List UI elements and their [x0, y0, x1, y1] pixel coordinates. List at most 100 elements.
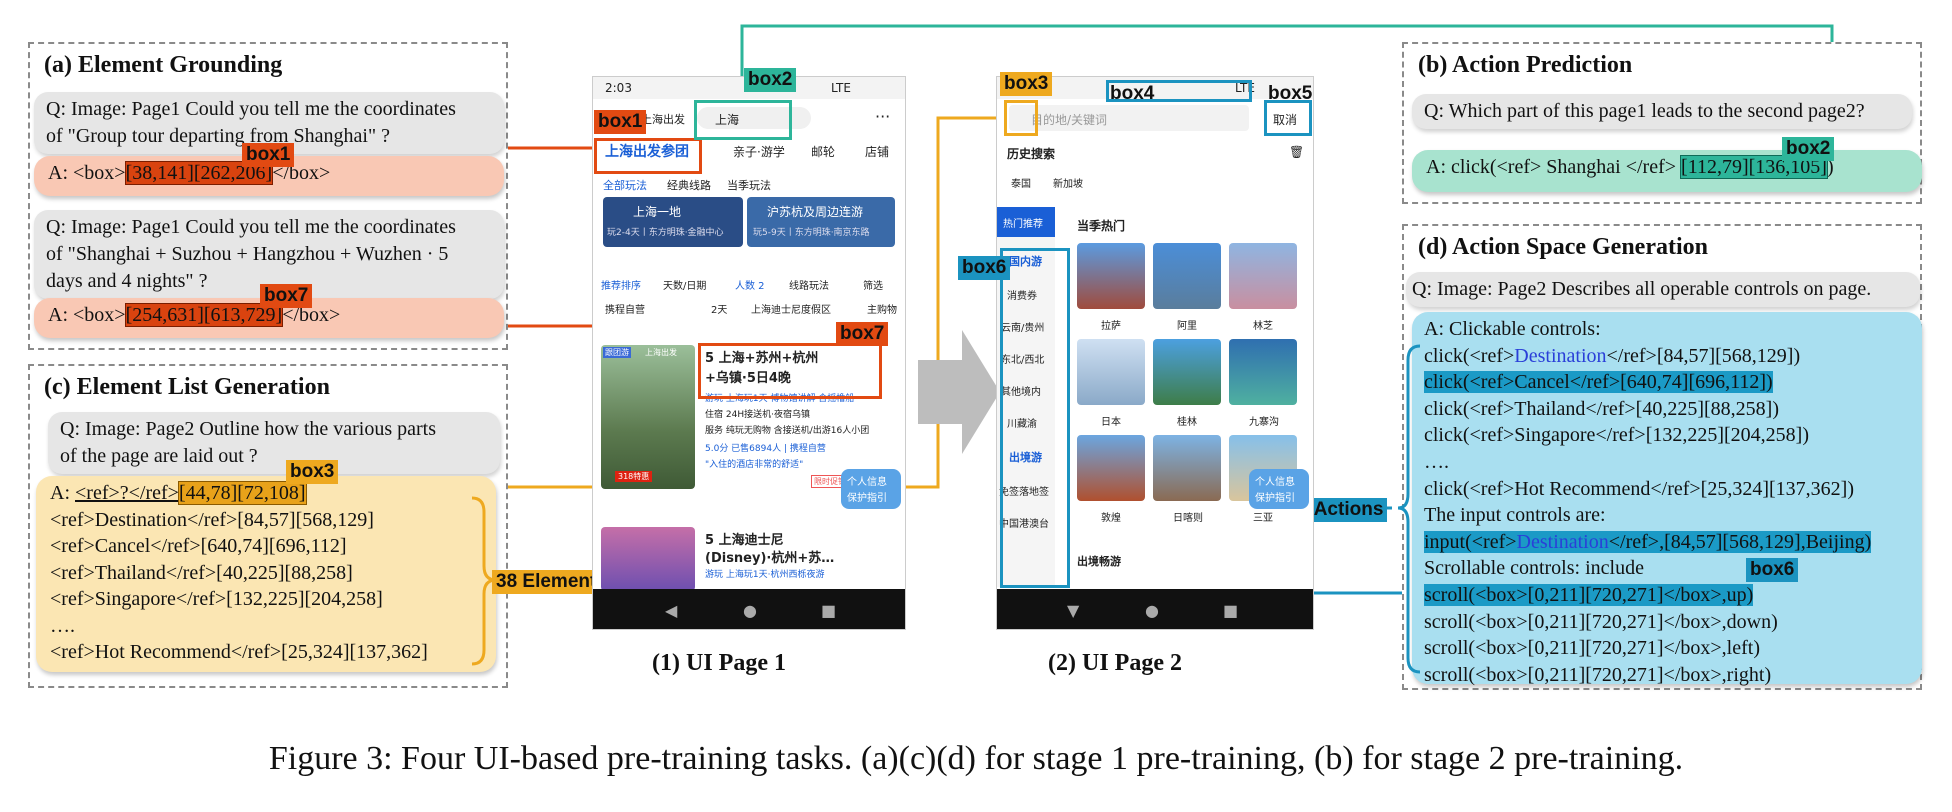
chip-self[interactable]: 携程自营	[605, 305, 645, 316]
sidebar-item[interactable]: 川藏渝	[1007, 419, 1037, 430]
tab-family[interactable]: 亲子·游学	[733, 145, 785, 159]
section-title-outbound: 出境畅游	[1077, 555, 1121, 568]
sidebar-item[interactable]: 消费券	[1007, 291, 1037, 302]
section-title-hot: 当季热门	[1077, 219, 1126, 233]
tour-thumbnail	[601, 527, 695, 591]
box1-outline	[594, 138, 702, 174]
subtab-season[interactable]: 当季玩法	[727, 179, 771, 192]
filter-more[interactable]: 筛选	[863, 281, 883, 292]
panel-element-list: (c) Element List Generation Q: Image: Pa…	[28, 364, 611, 688]
destination-tile[interactable]	[1153, 435, 1221, 501]
back-icon[interactable]: ▼	[1067, 601, 1080, 620]
chip-disney[interactable]: 上海迪士尼度假区	[751, 305, 831, 316]
box5-outline	[1264, 100, 1312, 136]
destination-tile[interactable]	[1229, 339, 1297, 405]
filter-days[interactable]: 天数/日期	[663, 281, 707, 292]
tag-box6: box6	[958, 256, 1011, 280]
box7-outline	[698, 343, 882, 399]
sidebar-item[interactable]: 其他境内	[1001, 387, 1041, 398]
home-icon[interactable]: ●	[743, 601, 757, 620]
tab-store[interactable]: 店铺	[865, 145, 890, 159]
cancel-button[interactable]: 取消	[1273, 113, 1298, 127]
destination-tile[interactable]	[1077, 339, 1145, 405]
box4-outline	[1106, 80, 1252, 102]
filter-people[interactable]: 人数 2	[735, 281, 765, 292]
answer-highlight: input(<ref>Destination</ref>,[84,57][568…	[1424, 530, 1872, 553]
tag-box7: box7	[260, 284, 313, 308]
history-chip-thailand[interactable]: 泰国	[1011, 179, 1031, 190]
tag-box3: box3	[1000, 72, 1053, 96]
panel-action-space: (d) Action Space Generation Q: Image: Pa…	[1397, 224, 1922, 690]
answer-highlight: [38,141][262,206]	[124, 161, 274, 185]
trash-icon[interactable]: 🗑	[1289, 145, 1305, 159]
answer-highlight: [44,78][72,108]	[177, 481, 307, 505]
tour-thumbnail	[601, 345, 695, 489]
answer-highlight: [112,79][136,105]	[1680, 155, 1828, 179]
page1-caption: (1) UI Page 1	[652, 650, 786, 676]
panel-title: (b) Action Prediction	[1418, 52, 1633, 78]
phone-page1: 2:03 LTE 上海出发 上海 ··· 上海出发参团 亲子·游学 邮轮 店铺 …	[592, 76, 906, 630]
subtab-classic[interactable]: 经典线路	[667, 179, 711, 192]
box3-outline	[1004, 100, 1038, 136]
element-count-badge: 38 Elements	[492, 570, 611, 594]
history-chip-singapore[interactable]: 新加坡	[1053, 179, 1083, 190]
recents-icon[interactable]: ■	[821, 601, 837, 620]
sidebar-item[interactable]: 云南/贵州	[1001, 323, 1045, 334]
sidebar-item-outbound[interactable]: 出境游	[1009, 451, 1042, 464]
tab-cruise[interactable]: 邮轮	[811, 145, 836, 159]
panel-action-prediction: (b) Action Prediction Q: Which part of t…	[1402, 42, 1922, 204]
box2-outline	[694, 100, 792, 140]
sidebar-item[interactable]: 免签落地签	[999, 487, 1049, 498]
sidebar-item[interactable]: 中国港澳台	[999, 519, 1049, 530]
tag-box1: box1	[594, 110, 647, 134]
destination-tile[interactable]	[1229, 243, 1297, 309]
destination-tile[interactable]	[1077, 435, 1145, 501]
more-icon[interactable]: ···	[875, 107, 891, 126]
panel-element-grounding: (a) Element Grounding Q: Image: Page1 Co…	[28, 42, 508, 350]
brace-icon	[1397, 344, 1421, 674]
card-jiangnan[interactable]: 沪苏杭及周边连游 玩5-9天丨东方明珠·南京东路	[747, 197, 895, 247]
privacy-float-button[interactable]: 个人信息 保护指引	[1249, 469, 1309, 509]
tag-box2: box2	[744, 68, 797, 92]
answer-highlight: scroll(<box>[0,211][720,271]</box>,up)	[1424, 583, 1754, 606]
answer-highlight: [254,631][613,729]	[124, 303, 284, 327]
tag-box2: box2	[1782, 137, 1835, 161]
tag-box7: box7	[836, 322, 889, 346]
panel-title: (a) Element Grounding	[44, 52, 283, 78]
back-icon[interactable]: ◀	[665, 601, 678, 620]
sidebar-item-domestic[interactable]: 国内游	[1009, 255, 1042, 268]
location-label[interactable]: 上海出发	[641, 113, 685, 126]
answer-bubble: A: <ref>?</ref>[44,78][72,108] <ref>Dest…	[36, 476, 496, 672]
recents-icon[interactable]: ■	[1223, 601, 1239, 620]
transition-arrow	[918, 330, 1000, 454]
card-shanghai[interactable]: 上海一地 玩2-4天丨东方明珠·金融中心	[603, 197, 743, 247]
question-bubble: Q: Image: Page1 Could you tell me the co…	[34, 92, 504, 154]
question-bubble: Q: Which part of this page1 leads to the…	[1412, 94, 1912, 129]
tag-box5: box5	[1268, 83, 1313, 104]
android-nav-bar: ▼ ● ■	[997, 589, 1313, 629]
tour-item[interactable]: 跟团游 上海出发 318特惠 5 上海+苏州+杭州 +乌镇·5日4晚 游玩 上海…	[593, 341, 905, 491]
answer-bubble: A: Clickable controls: click(<ref>Destin…	[1412, 312, 1922, 686]
destination-tile[interactable]	[1153, 339, 1221, 405]
destination-input[interactable]: 目的地/关键词	[1009, 105, 1249, 131]
sidebar-item-hot[interactable]: 热门推荐	[997, 207, 1055, 237]
tour-item[interactable]: 5 上海迪士尼 (Disney)·杭州+苏… 游玩 上海玩1天·杭州西栎夜游	[593, 523, 905, 593]
chip-2days[interactable]: 2天	[711, 305, 728, 316]
tab-group-tour[interactable]: 上海出发参团	[605, 144, 689, 160]
page2-caption: (2) UI Page 2	[1048, 650, 1182, 676]
chip-shopping[interactable]: 主购物	[867, 305, 897, 316]
tag-box1: box1	[242, 143, 295, 167]
home-icon[interactable]: ●	[1145, 601, 1159, 620]
search-input[interactable]: 上海	[697, 107, 811, 129]
filter-route[interactable]: 线路玩法	[789, 281, 829, 292]
answer-highlight: click(<ref>Cancel</ref>[640,74][696,112]…	[1424, 371, 1773, 394]
question-bubble: Q: Image: Page1 Could you tell me the co…	[34, 210, 504, 299]
privacy-float-button[interactable]: 个人信息 保护指引	[841, 469, 901, 509]
destination-tile[interactable]	[1153, 243, 1221, 309]
subtab-all[interactable]: 全部玩法	[603, 179, 647, 192]
answer-bubble: A: <box>[38,141][262,206]</box>	[34, 156, 504, 196]
box6-outline	[1000, 248, 1070, 588]
sidebar-item[interactable]: 东北/西北	[1001, 355, 1045, 366]
destination-tile[interactable]	[1077, 243, 1145, 309]
filter-sort[interactable]: 推荐排序	[601, 281, 641, 292]
